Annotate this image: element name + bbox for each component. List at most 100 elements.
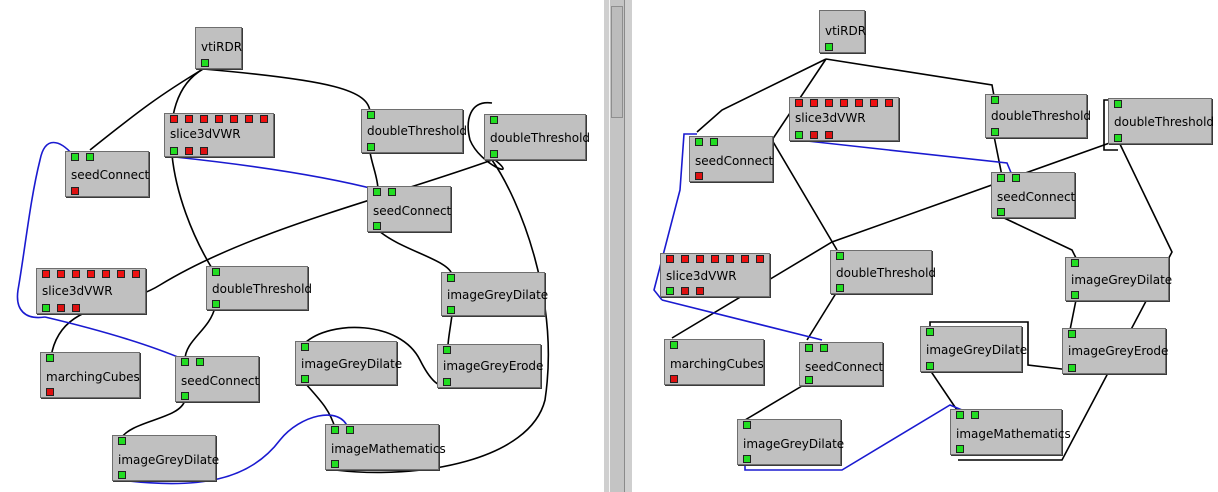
input-port[interactable] (260, 115, 268, 123)
input-port[interactable] (743, 421, 751, 429)
input-port[interactable] (373, 188, 381, 196)
output-port[interactable] (71, 187, 79, 195)
input-port[interactable] (46, 354, 54, 362)
module-seedconnect[interactable]: seedConnect (991, 172, 1075, 218)
input-port[interactable] (57, 270, 65, 278)
input-port[interactable] (367, 111, 375, 119)
output-port[interactable] (743, 455, 751, 463)
input-port[interactable] (230, 115, 238, 123)
input-port[interactable] (695, 138, 703, 146)
input-port[interactable] (825, 99, 833, 107)
module-imagemathematics[interactable]: imageMathematics (950, 409, 1071, 455)
output-port[interactable] (46, 388, 54, 396)
output-port[interactable] (170, 147, 178, 155)
output-port[interactable] (670, 375, 678, 383)
module-imagemathematics[interactable]: imageMathematics (325, 424, 446, 470)
input-port[interactable] (346, 426, 354, 434)
input-port[interactable] (840, 99, 848, 107)
output-port[interactable] (795, 131, 803, 139)
module-seedconnect[interactable]: seedConnect (367, 186, 451, 232)
input-port[interactable] (741, 255, 749, 263)
input-port[interactable] (331, 426, 339, 434)
module-vtirdr[interactable]: vtiRDR (819, 10, 866, 53)
output-port[interactable] (200, 147, 208, 155)
output-port[interactable] (301, 375, 309, 383)
module-imagegreydilate[interactable]: imageGreyDilate (920, 326, 1027, 372)
output-port[interactable] (695, 172, 703, 180)
input-port[interactable] (710, 138, 718, 146)
input-port[interactable] (132, 270, 140, 278)
input-port[interactable] (212, 268, 220, 276)
output-port[interactable] (373, 222, 381, 230)
module-marchingcubes[interactable]: marchingCubes (40, 352, 140, 398)
output-port[interactable] (1068, 364, 1076, 372)
pane-splitter[interactable] (604, 0, 632, 492)
input-port[interactable] (870, 99, 878, 107)
output-port[interactable] (490, 150, 498, 158)
input-port[interactable] (997, 174, 1005, 182)
output-port[interactable] (696, 287, 704, 295)
input-port[interactable] (1068, 330, 1076, 338)
input-port[interactable] (388, 188, 396, 196)
input-port[interactable] (245, 115, 253, 123)
input-port[interactable] (447, 274, 455, 282)
input-port[interactable] (87, 270, 95, 278)
input-port[interactable] (196, 358, 204, 366)
output-port[interactable] (42, 304, 50, 312)
input-port[interactable] (86, 153, 94, 161)
input-port[interactable] (836, 252, 844, 260)
input-port[interactable] (71, 153, 79, 161)
input-port[interactable] (490, 116, 498, 124)
module-vtirdr[interactable]: vtiRDR (195, 27, 242, 69)
module-slice3dvwr[interactable]: slice3dVWR (660, 253, 770, 297)
output-port[interactable] (443, 378, 451, 386)
output-port[interactable] (926, 362, 934, 370)
input-port[interactable] (215, 115, 223, 123)
output-port[interactable] (331, 460, 339, 468)
module-doublethreshold[interactable]: doubleThreshold (484, 114, 590, 160)
output-port[interactable] (57, 304, 65, 312)
input-port[interactable] (670, 341, 678, 349)
input-port[interactable] (726, 255, 734, 263)
input-port[interactable] (885, 99, 893, 107)
module-doublethreshold[interactable]: doubleThreshold (830, 250, 936, 294)
input-port[interactable] (1114, 100, 1122, 108)
input-port[interactable] (185, 115, 193, 123)
input-port[interactable] (681, 255, 689, 263)
input-port[interactable] (696, 255, 704, 263)
output-port[interactable] (997, 208, 1005, 216)
input-port[interactable] (117, 270, 125, 278)
input-port[interactable] (855, 99, 863, 107)
input-port[interactable] (443, 346, 451, 354)
output-port[interactable] (185, 147, 193, 155)
output-port[interactable] (805, 376, 813, 384)
input-port[interactable] (991, 96, 999, 104)
input-port[interactable] (170, 115, 178, 123)
input-port[interactable] (810, 99, 818, 107)
input-port[interactable] (181, 358, 189, 366)
output-port[interactable] (212, 300, 220, 308)
input-port[interactable] (971, 411, 979, 419)
input-port[interactable] (926, 328, 934, 336)
input-port[interactable] (711, 255, 719, 263)
module-slice3dvwr[interactable]: slice3dVWR (164, 113, 274, 157)
module-marchingcubes[interactable]: marchingCubes (664, 339, 764, 385)
output-port[interactable] (956, 445, 964, 453)
module-imagegreydilate[interactable]: imageGreyDilate (112, 435, 219, 481)
module-seedconnect[interactable]: seedConnect (175, 356, 259, 402)
output-port[interactable] (810, 131, 818, 139)
input-port[interactable] (42, 270, 50, 278)
input-port[interactable] (956, 411, 964, 419)
input-port[interactable] (102, 270, 110, 278)
network-canvas-left[interactable]: vtiRDR slice3dVWR doubleThreshold double… (0, 0, 604, 492)
output-port[interactable] (367, 143, 375, 151)
module-imagegreyerode[interactable]: imageGreyErode (1062, 328, 1168, 374)
input-port[interactable] (795, 99, 803, 107)
input-port[interactable] (72, 270, 80, 278)
output-port[interactable] (447, 306, 455, 314)
module-seedconnect[interactable]: seedConnect (65, 151, 149, 197)
scrollbar-thumb[interactable] (611, 6, 623, 118)
input-port[interactable] (301, 343, 309, 351)
input-port[interactable] (805, 344, 813, 352)
output-port[interactable] (72, 304, 80, 312)
